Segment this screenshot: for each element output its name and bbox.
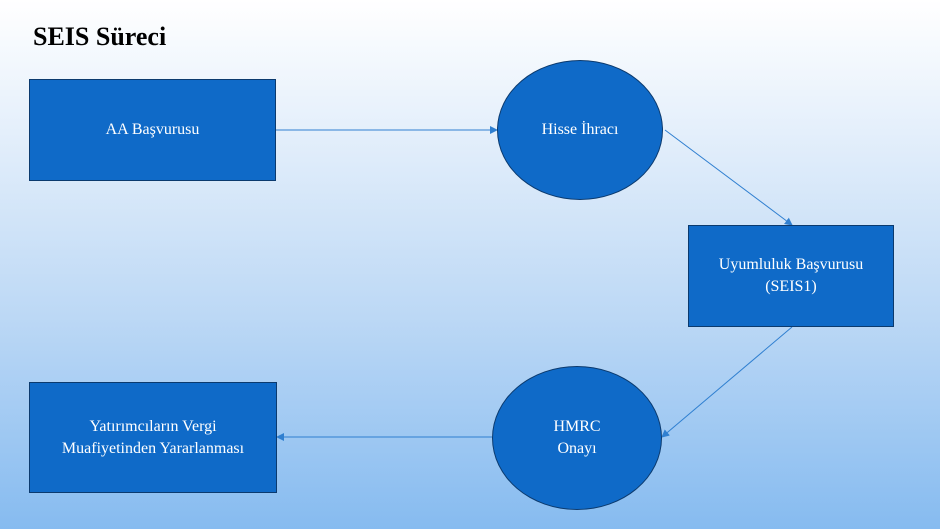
node-hmrc-onayi: HMRC Onayı (492, 366, 662, 510)
node-label: Hisse İhracı (541, 121, 619, 138)
node-yatirimcilarin-vergi-muafiyeti: Yatırımcıların Vergi Muafiyetinden Yarar… (29, 382, 277, 493)
node-uyumluluk-basvurusu: Uyumluluk Başvurusu (SEIS1) (688, 225, 894, 327)
node-label: Yatırımcıların Vergi Muafiyetinden Yarar… (61, 417, 245, 457)
arrow-uyum-to-hmrc (661, 326, 793, 438)
node-aa-basvurusu: AA Başvurusu (29, 79, 276, 181)
node-label: HMRC Onayı (553, 418, 601, 457)
node-label: Uyumluluk Başvurusu (SEIS1) (718, 256, 864, 295)
arrow-hisse-to-uyum (664, 129, 793, 226)
page-title: SEIS Süreci (33, 22, 167, 51)
node-hisse-ihraci: Hisse İhracı (497, 60, 663, 200)
node-label: AA Başvurusu (105, 121, 200, 138)
